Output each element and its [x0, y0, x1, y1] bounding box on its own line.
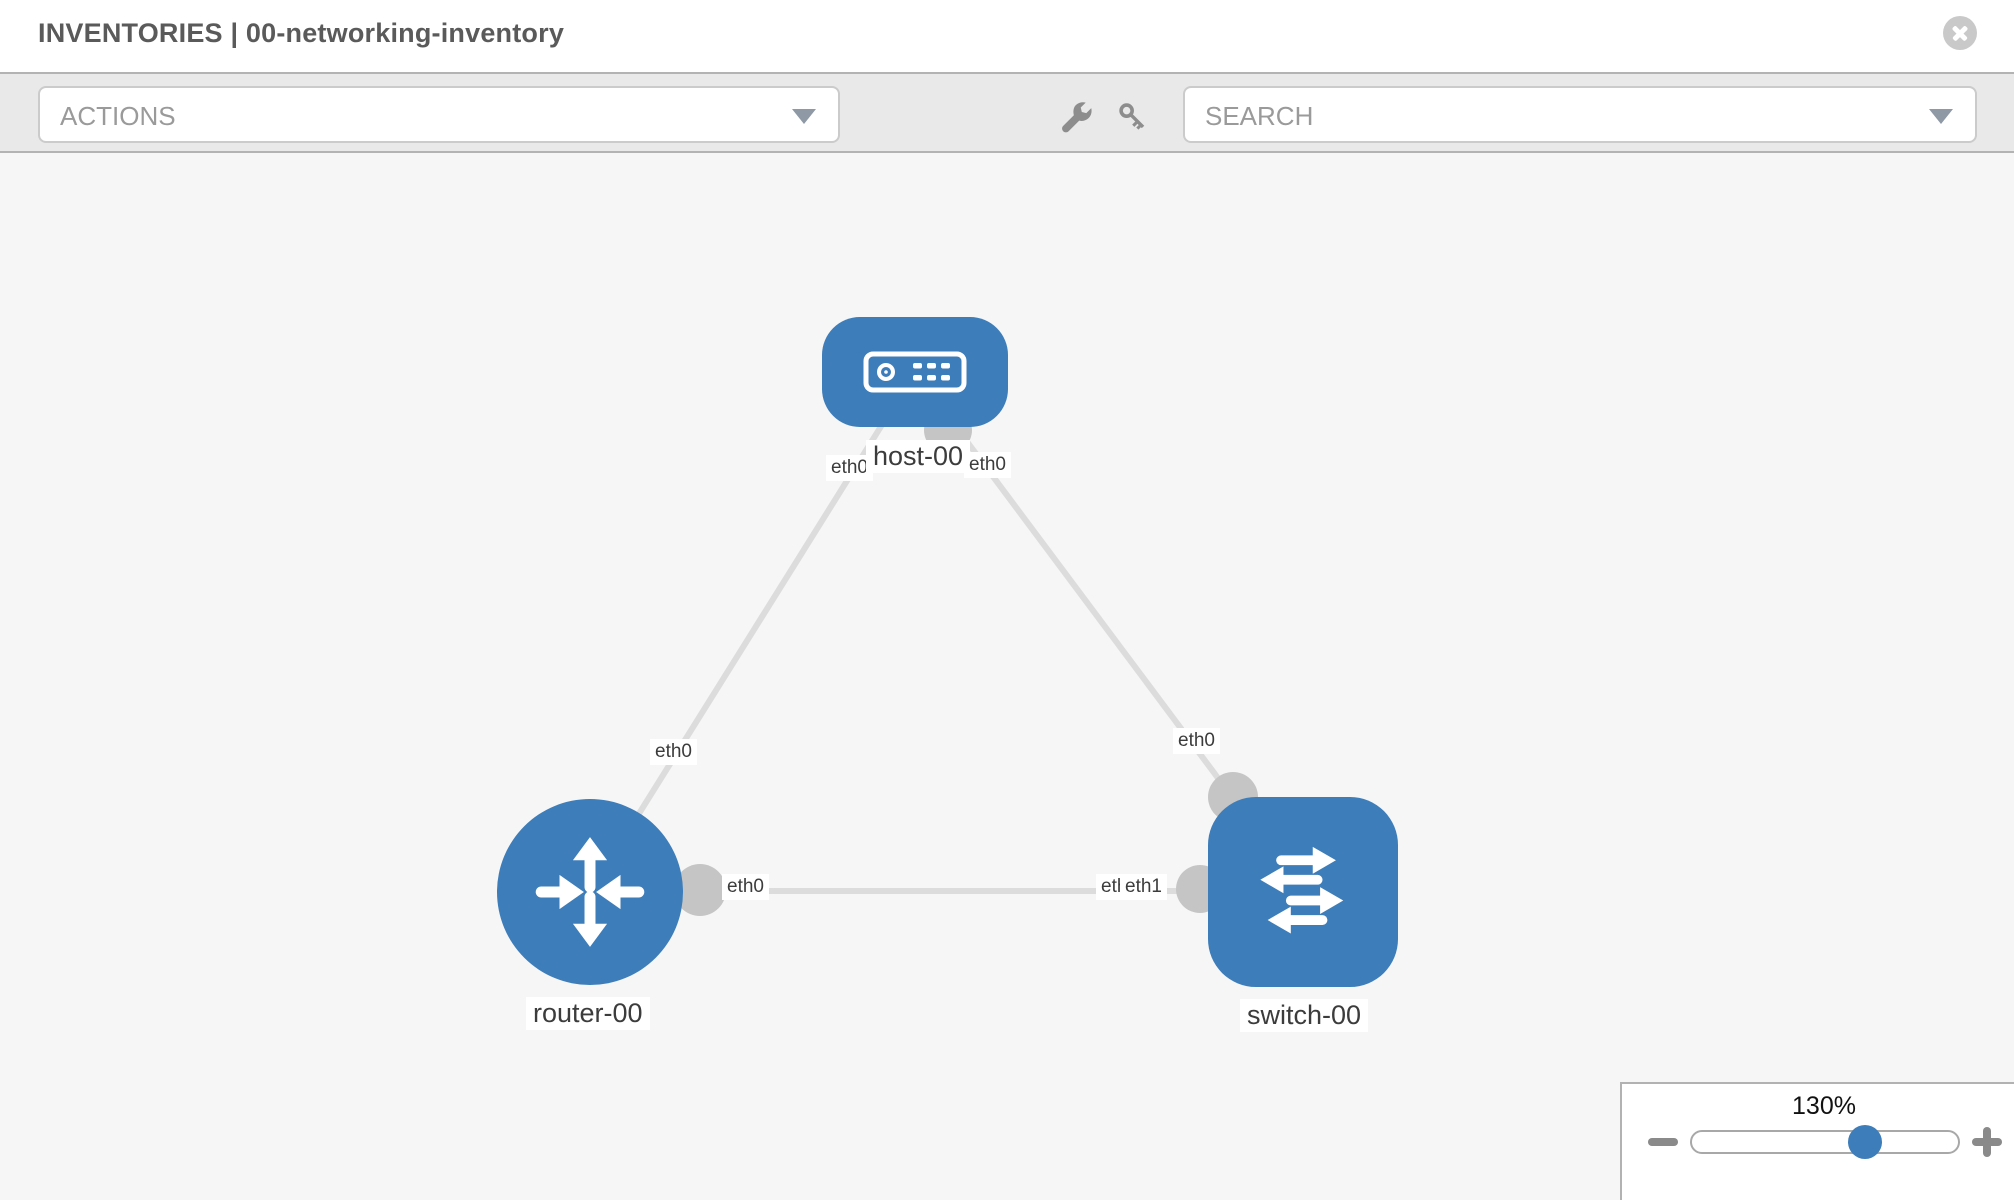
zoom-out-button[interactable] — [1648, 1138, 1678, 1146]
node-router-00[interactable] — [497, 799, 683, 985]
zoom-slider-handle[interactable] — [1848, 1125, 1882, 1159]
page-title: INVENTORIES | 00-networking-inventory — [38, 18, 565, 48]
zoom-control-panel: 130% — [1620, 1082, 2014, 1200]
key-icon — [1119, 103, 1145, 130]
node-switch-00[interactable] — [1208, 797, 1398, 987]
actions-dropdown[interactable]: ACTIONS — [38, 86, 840, 143]
host-icon — [863, 351, 967, 393]
wrench-icon — [1062, 102, 1092, 133]
close-button[interactable] — [1943, 16, 1977, 50]
interface-label: eth0 — [826, 455, 873, 481]
node-label-router-00: router-00 — [526, 997, 650, 1030]
interface-label: eth0 — [722, 874, 769, 900]
interface-label: eth0 — [1173, 728, 1220, 754]
search-dropdown[interactable]: SEARCH — [1183, 86, 1977, 143]
credentials-button[interactable] — [1115, 99, 1151, 135]
interface-label: eth1 — [1120, 874, 1167, 900]
switch-icon — [1260, 846, 1344, 934]
node-label-switch-00: switch-00 — [1240, 999, 1369, 1032]
router-icon — [535, 837, 645, 947]
search-placeholder: SEARCH — [1205, 101, 1314, 131]
header: INVENTORIES | 00-networking-inventory — [0, 0, 2014, 72]
node-label-host-00: host-00 — [866, 440, 971, 473]
interface-label: eth0 — [650, 739, 697, 765]
tools-button[interactable] — [1056, 99, 1092, 135]
topology-links-layer — [587, 370, 1306, 916]
chevron-down-icon — [1929, 109, 1953, 124]
chevron-down-icon — [792, 109, 816, 124]
topology-canvas[interactable]: eth0 host-00 eth0 eth0 eth0 eth0 eth0 et… — [0, 153, 2014, 1200]
zoom-in-button[interactable] — [1972, 1127, 2002, 1157]
zoom-level: 130% — [1792, 1092, 1856, 1120]
interface-label: eth0 — [964, 452, 1011, 478]
zoom-slider-track[interactable] — [1690, 1130, 1960, 1154]
link-endpoint — [674, 864, 726, 916]
toolbar: ACTIONS SEARCH — [0, 72, 2014, 153]
plus-icon — [1983, 1127, 1991, 1157]
node-host-00[interactable] — [822, 317, 1008, 427]
actions-dropdown-label: ACTIONS — [60, 101, 176, 131]
